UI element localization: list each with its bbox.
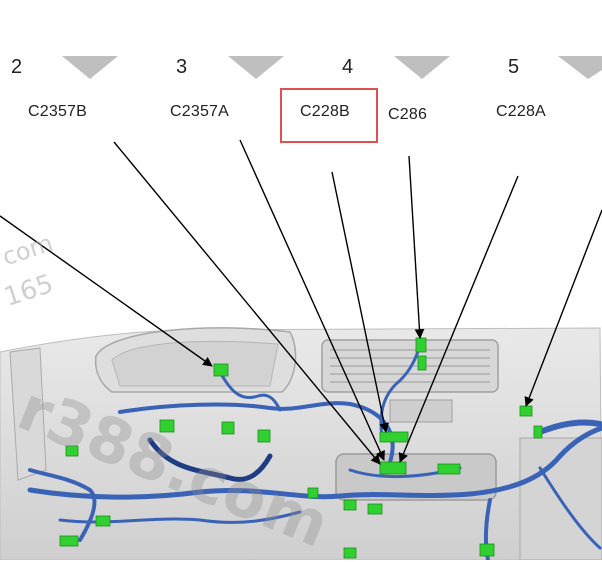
column-marker-2: [62, 56, 118, 79]
connector-right-a: [533, 425, 543, 439]
connector-center-a: [343, 499, 357, 511]
highlight-box: [280, 88, 378, 143]
harness-right-drop: [538, 466, 602, 550]
connector-c2357a: [379, 461, 407, 475]
label-c228a: C228A: [496, 103, 546, 120]
harness-right-branch: [537, 419, 602, 435]
column-number-2: 2: [11, 56, 23, 78]
harness-main-trunk: [27, 425, 602, 500]
connector-c286: [415, 337, 427, 353]
label-c228b: C228B: [300, 103, 350, 120]
connector-bottom-a: [479, 543, 495, 557]
column-number-4: 4: [342, 56, 354, 78]
column-number-3: 3: [176, 56, 188, 78]
label-c2357a: C2357A: [170, 103, 230, 120]
left-vent: [9, 347, 47, 481]
connector-left-a: [65, 445, 79, 457]
callout-arrows: [0, 139, 602, 465]
harness-cluster-branch: [218, 370, 282, 412]
connector-left-c: [59, 535, 79, 547]
connector-c228a: [519, 405, 533, 417]
connector-console-right: [437, 463, 461, 475]
arrow-c286: [408, 155, 425, 339]
connector-cluster-b: [221, 421, 235, 435]
arrow-left-offscreen: [0, 215, 213, 367]
label-c2357b: C2357B: [28, 103, 88, 120]
harness-vent-branch: [379, 342, 422, 438]
harness-dark-loop: [147, 437, 273, 482]
column-number-5: 5: [508, 56, 520, 78]
connector-bottom-b: [343, 547, 357, 559]
connector-center-b: [367, 503, 383, 515]
connector-c2357b: [213, 363, 229, 377]
wiring-harness: [27, 342, 602, 560]
connector-c228b: [379, 431, 409, 443]
connector-c286-lower: [417, 355, 427, 371]
connector-cluster-a: [159, 419, 175, 433]
connector-left-b: [95, 515, 111, 527]
arrow-c2357a: [239, 139, 385, 461]
column-markers: [62, 56, 602, 79]
connector-mid-a: [307, 487, 319, 499]
arrow-c2357b: [113, 141, 381, 465]
arrow-right-offscreen: [524, 209, 602, 407]
connectors: [59, 337, 543, 559]
column-marker-4: [394, 56, 450, 79]
connector-cluster-c: [257, 429, 271, 443]
cluster-inner: [111, 340, 279, 387]
arrow-c228a: [398, 175, 519, 463]
arrow-c228b: [331, 171, 390, 433]
column-marker-5: [558, 56, 602, 79]
label-c286: C286: [388, 106, 428, 123]
column-marker-3: [228, 56, 284, 79]
